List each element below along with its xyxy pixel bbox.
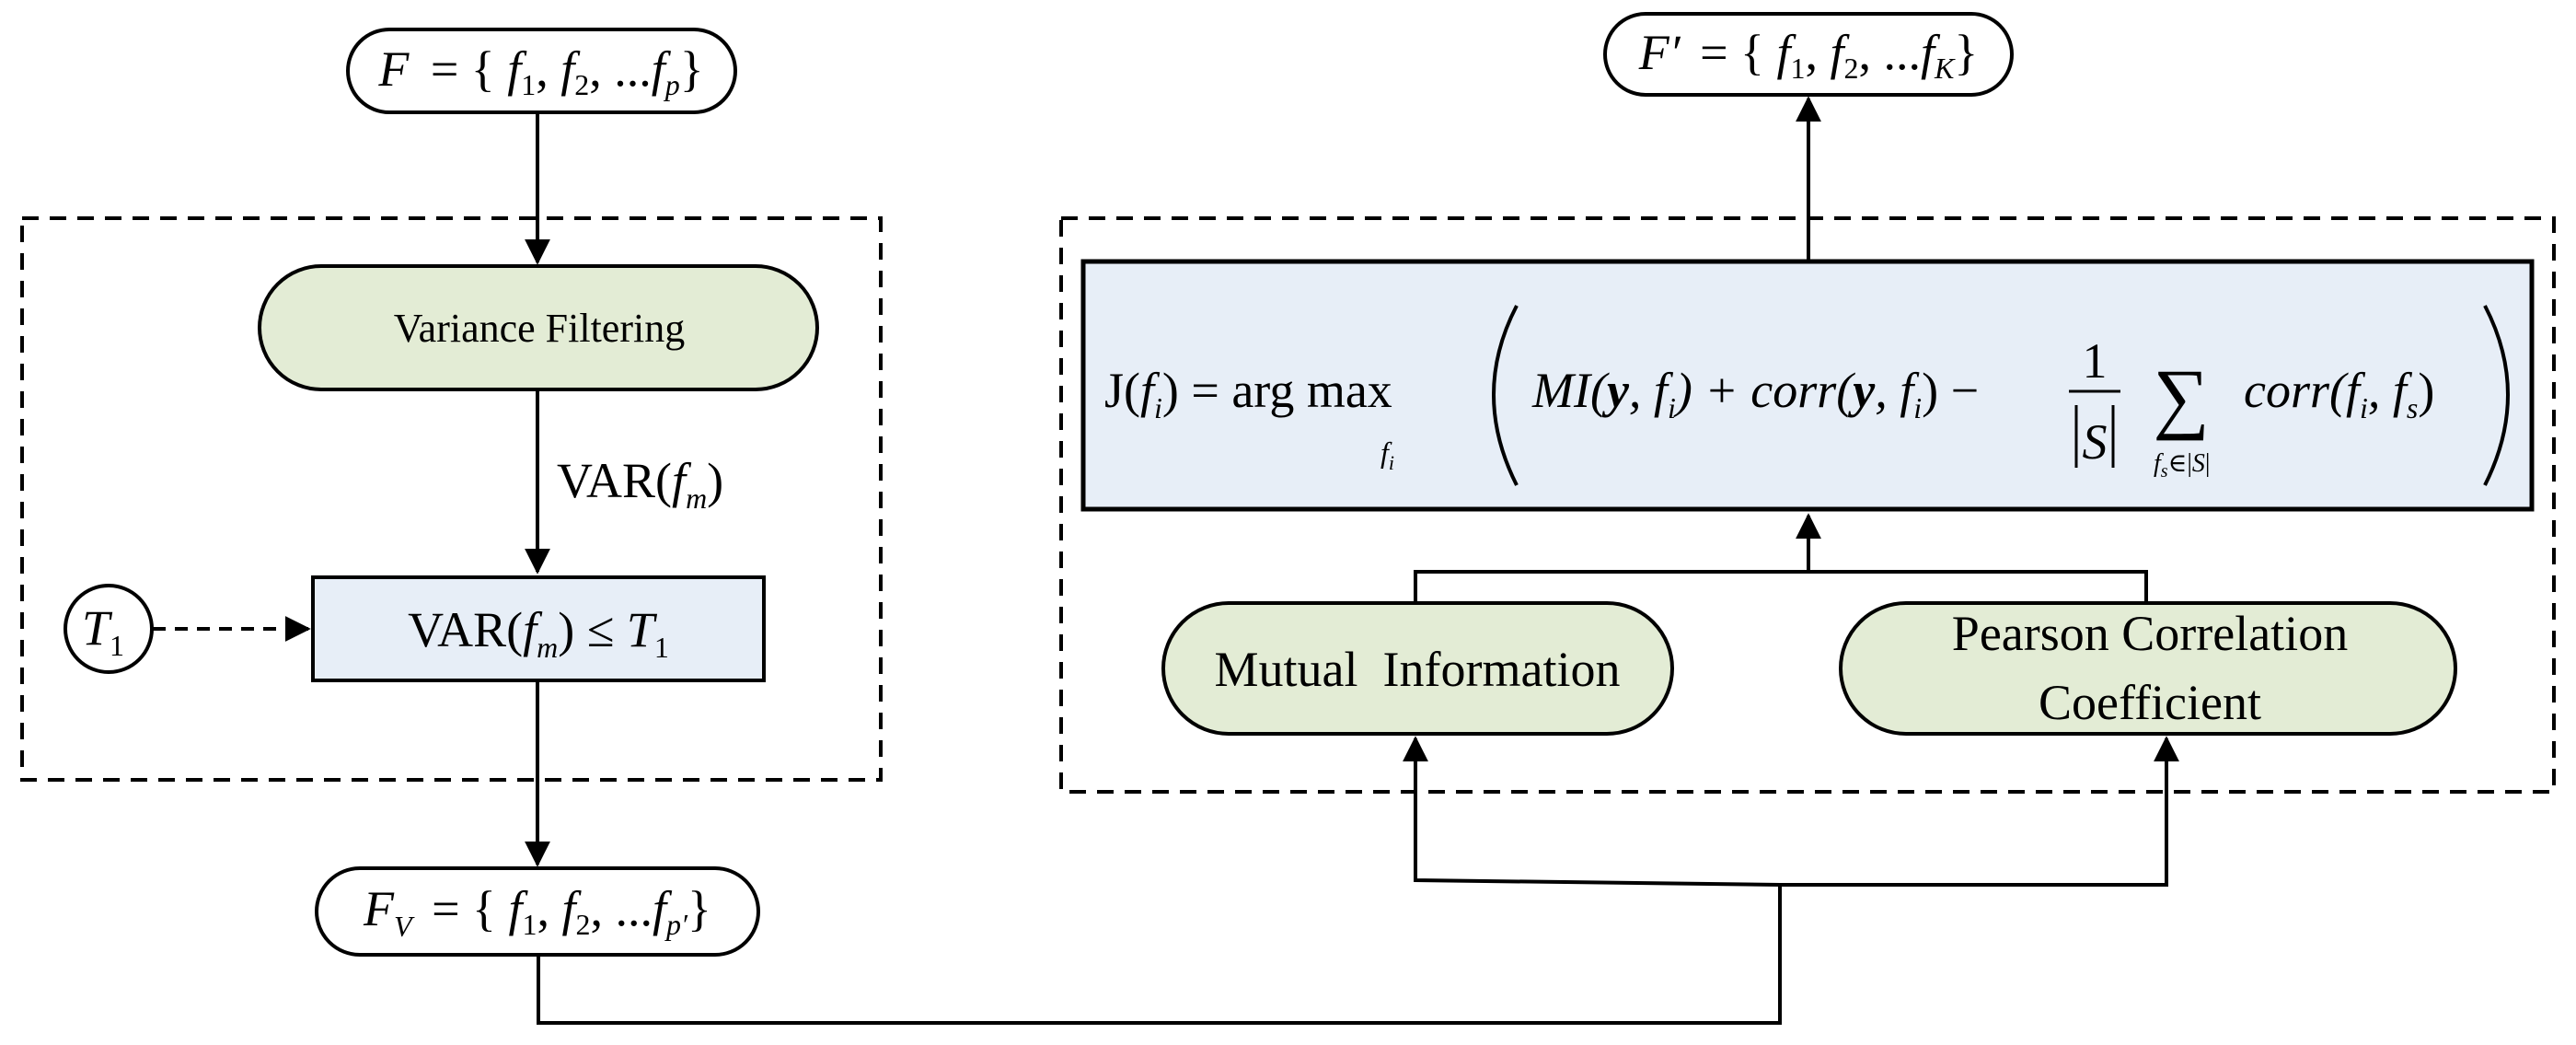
svg-text:MI(y, fi) + corr(y, fi) −: MI(y, fi) + corr(y, fi) − [1531, 363, 1979, 424]
output-feature-set-node: F′ = { f1, f2, ...fK} [1603, 12, 2014, 97]
input-feature-set-node: F = { f1, f2, ...fp} [346, 28, 737, 114]
svg-text:∑: ∑ [2153, 353, 2209, 441]
svg-text:Pearson Correlation: Pearson Correlation [1952, 606, 2348, 661]
svg-text:S: S [2083, 414, 2108, 470]
variance-stage-group [20, 216, 883, 782]
svg-text:J(fi) = arg max: J(fi) = arg max [1104, 363, 1392, 424]
objective-function-node: J(fi) = arg max fi MI(y, fi) + corr(y, f… [1080, 259, 2535, 512]
edge-bus-to-pearson [1780, 736, 2179, 887]
svg-text:FV = { f1,: FV = { f1, f2, ...fp′} [363, 881, 711, 947]
filtered-feature-set-node: FV = { f1, f2, ...fp′} [315, 866, 760, 957]
svg-text:T1: T1 [82, 600, 124, 662]
variance-condition-node: VAR(fm) ≤ T1 [311, 575, 766, 682]
svg-text:fs∈|S|: fs∈|S| [2154, 449, 2211, 482]
svg-text:F′ = { f1,: F′ = { f1, f2, ...fK} [1638, 25, 1979, 85]
edge-filtered-to-bottom-bus [537, 885, 1782, 1025]
svg-text:F = { f1, f: F = { f1, f2, ...fp} [377, 41, 703, 101]
svg-text:Mutual Information: Mutual Information [1215, 642, 1621, 697]
svg-text:VAR(fm) ≤ T1: VAR(fm) ≤ T1 [408, 602, 669, 664]
variance-edge-label: VAR(fm) [557, 453, 723, 515]
edge-mi-pcc-merge [1414, 570, 2148, 603]
pearson-correlation-node: Pearson Correlation Coefficient [1839, 601, 2457, 736]
variance-filtering-node: Variance Filtering [258, 264, 819, 391]
svg-text:Coefficient: Coefficient [2039, 675, 2261, 730]
threshold-node: T1 [64, 584, 154, 674]
mutual-information-node: Mutual Information [1161, 601, 1674, 736]
svg-text:1: 1 [2083, 333, 2108, 389]
edge-bus-to-mutual-information [1403, 736, 1781, 887]
svg-text:Variance Filtering: Variance Filtering [394, 306, 685, 351]
svg-text:corr(fi, fs): corr(fi, fs) [2244, 363, 2434, 424]
